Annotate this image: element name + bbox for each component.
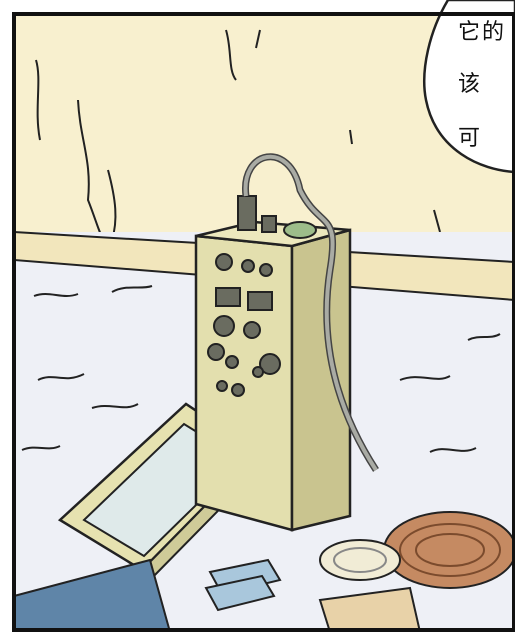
floor-marks: [21, 285, 501, 453]
speech-line-2: 该: [458, 72, 483, 97]
speech-bubble: [423, 0, 515, 174]
floor-items: [13, 558, 422, 633]
panel-border: [12, 12, 515, 632]
speech-line-1: 它的: [458, 20, 507, 45]
speech-line-3: 可: [458, 126, 483, 151]
wall-cracks: [35, 29, 441, 241]
radio-device: [194, 153, 379, 532]
rope-coils: [319, 511, 515, 589]
